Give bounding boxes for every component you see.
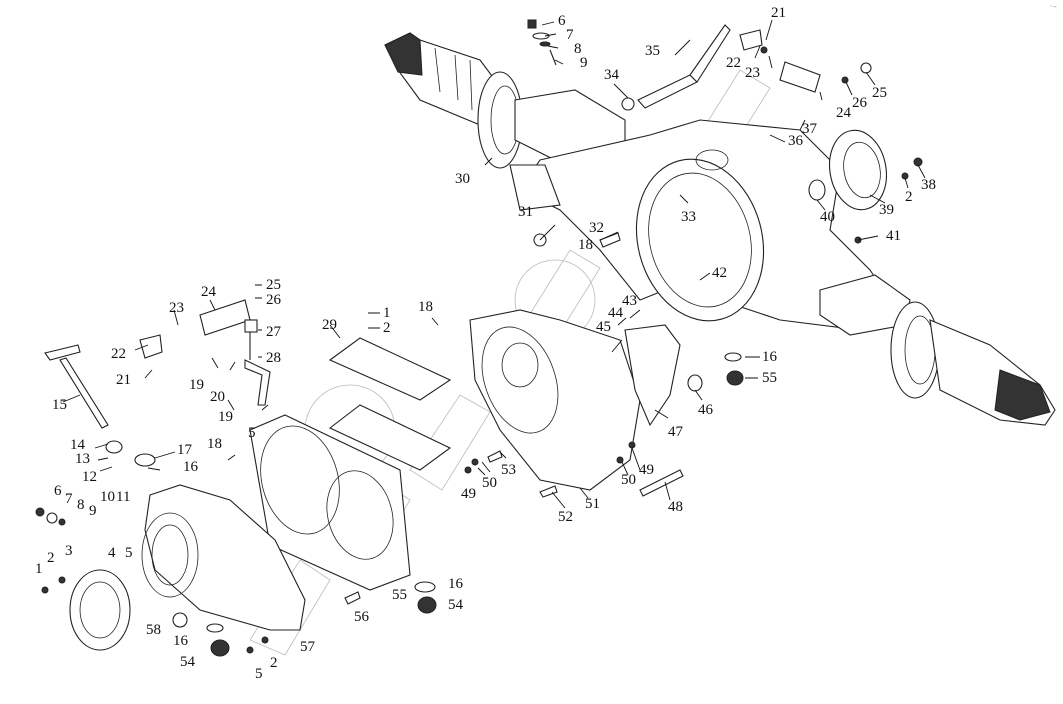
callout-33: 33	[681, 209, 696, 225]
callout-16: 16	[183, 459, 198, 475]
callout-1: 1	[35, 561, 43, 577]
callout-24: 24	[201, 284, 216, 300]
callout-50: 50	[621, 472, 636, 488]
callout-6: 6	[54, 483, 62, 499]
callout-18: 18	[207, 436, 222, 452]
callout-1: 1	[383, 305, 391, 321]
callout-23: 23	[745, 65, 760, 81]
callout-39: 39	[879, 202, 894, 218]
callout-2: 2	[383, 320, 391, 336]
seal-39	[829, 129, 887, 211]
callout-42: 42	[712, 265, 727, 281]
callout-5: 5	[125, 545, 133, 561]
callout-26: 26	[852, 95, 867, 111]
callout-16: 16	[173, 633, 188, 649]
gear-case-middle	[469, 309, 703, 491]
callout-20: 20	[210, 389, 225, 405]
callout-47: 47	[668, 424, 683, 440]
callout-54: 54	[180, 654, 195, 670]
callout-40: 40	[820, 209, 835, 225]
callout-23: 23	[169, 300, 184, 316]
callout-43: 43	[622, 293, 637, 309]
callout-50: 50	[482, 475, 497, 491]
callout-46: 46	[698, 402, 713, 418]
callout-44: 44	[608, 305, 623, 321]
callout-9: 9	[89, 503, 97, 519]
callout-8: 8	[574, 41, 582, 57]
callout-18: 18	[418, 299, 433, 315]
corner-mark: ·–	[1049, 2, 1057, 12]
callout-5: 5	[248, 425, 256, 441]
callout-25: 25	[266, 277, 281, 293]
callout-19: 19	[189, 377, 204, 393]
callout-8: 8	[77, 497, 85, 513]
callout-30: 30	[455, 171, 470, 187]
callout-52: 52	[558, 509, 573, 525]
callout-5: 5	[255, 666, 263, 682]
seal-3	[69, 569, 131, 651]
front-cover-57	[141, 484, 306, 631]
callout-38: 38	[921, 177, 936, 193]
callout-31: 31	[518, 204, 533, 220]
callout-57: 57	[300, 639, 315, 655]
callout-28: 28	[266, 350, 281, 366]
callout-58: 58	[146, 622, 161, 638]
callout-9: 9	[580, 55, 588, 71]
callout-26: 26	[266, 292, 281, 308]
leader-lines	[62, 19, 926, 509]
callout-22: 22	[726, 55, 741, 71]
callout-4: 4	[108, 545, 116, 561]
callout-53: 53	[501, 462, 516, 478]
callout-12: 12	[82, 469, 97, 485]
callout-37: 37	[802, 121, 817, 137]
callout-21: 21	[116, 372, 131, 388]
callout-18: 18	[578, 237, 593, 253]
callout-41: 41	[886, 228, 901, 244]
callout-2: 2	[905, 189, 913, 205]
callout-48: 48	[668, 499, 683, 515]
callout-29: 29	[322, 317, 337, 333]
callout-10: 10	[100, 489, 115, 505]
callout-49: 49	[639, 462, 654, 478]
small-parts-left	[35, 299, 744, 657]
callout-2: 2	[47, 550, 55, 566]
studs-center	[464, 441, 684, 498]
callout-32: 32	[589, 220, 604, 236]
callout-27: 27	[266, 324, 281, 340]
callout-16: 16	[762, 349, 777, 365]
callout-55: 55	[392, 587, 407, 603]
callout-7: 7	[65, 491, 73, 507]
callout-55: 55	[762, 370, 777, 386]
callout-36: 36	[788, 133, 803, 149]
callout-24: 24	[836, 105, 851, 121]
cover-plate-29	[328, 337, 452, 471]
callout-45: 45	[596, 319, 611, 335]
callout-7: 7	[566, 27, 574, 43]
callout-13: 13	[75, 451, 90, 467]
callout-14: 14	[70, 437, 85, 453]
callout-56: 56	[354, 609, 369, 625]
callout-19: 19	[218, 409, 233, 425]
callout-15: 15	[52, 397, 67, 413]
callout-54: 54	[448, 597, 463, 613]
callout-21: 21	[771, 5, 786, 21]
callout-17: 17	[177, 442, 192, 458]
callout-16: 16	[448, 576, 463, 592]
callout-3: 3	[65, 543, 73, 559]
callout-2: 2	[270, 655, 278, 671]
callout-22: 22	[111, 346, 126, 362]
callout-34: 34	[604, 67, 619, 83]
callout-35: 35	[645, 43, 660, 59]
callout-51: 51	[585, 496, 600, 512]
small-parts-top	[527, 19, 923, 248]
callout-6: 6	[558, 13, 566, 29]
axle-housing	[384, 32, 1056, 426]
callout-11: 11	[116, 489, 131, 505]
callout-25: 25	[872, 85, 887, 101]
callout-49: 49	[461, 486, 476, 502]
